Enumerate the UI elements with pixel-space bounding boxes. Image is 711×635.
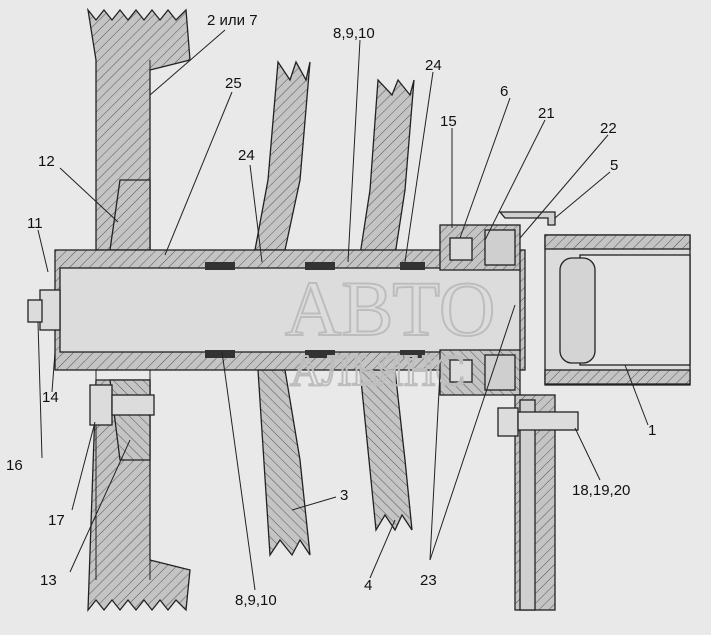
callout-21: 21 — [538, 105, 555, 122]
watermark-line1: АВТО — [285, 265, 495, 352]
callout-8-9-10-bottom: 8,9,10 — [235, 592, 277, 609]
callout-13: 13 — [40, 572, 57, 589]
callout-17: 17 — [48, 512, 65, 529]
callout-8-9-10-top: 8,9,10 — [333, 25, 375, 42]
callout-24-left: 24 — [238, 147, 255, 164]
bolt-17 — [89, 384, 155, 426]
callout-11: 11 — [27, 215, 43, 232]
callout-2-or-7: 2 или 7 — [207, 12, 258, 29]
middle-pulley-4 — [359, 78, 415, 533]
watermark-line2: АЛЬЯНС — [290, 346, 465, 395]
tube-housing — [544, 234, 691, 386]
bracket-plate — [497, 211, 579, 611]
callout-16: 16 — [6, 457, 23, 474]
callout-5: 5 — [610, 157, 618, 174]
leader-lines — [37, 29, 649, 591]
callout-25: 25 — [225, 75, 242, 92]
callout-24-right: 24 — [425, 57, 442, 74]
callout-labels: 2 или 7 8,9,10 25 24 6 15 21 22 12 24 5 … — [6, 12, 656, 609]
callout-22: 22 — [600, 120, 617, 137]
callout-23: 23 — [420, 572, 437, 589]
callout-15: 15 — [440, 113, 457, 130]
callout-18-19-20: 18,19,20 — [572, 482, 630, 499]
callout-4: 4 — [364, 577, 372, 594]
callout-3: 3 — [340, 487, 348, 504]
callout-14: 14 — [42, 389, 59, 406]
callout-6: 6 — [500, 83, 508, 100]
watermark: АВТО АЛЬЯНС — [284, 264, 496, 396]
callout-12: 12 — [38, 153, 55, 170]
bearing-housing — [439, 224, 521, 396]
callout-1: 1 — [648, 422, 656, 439]
